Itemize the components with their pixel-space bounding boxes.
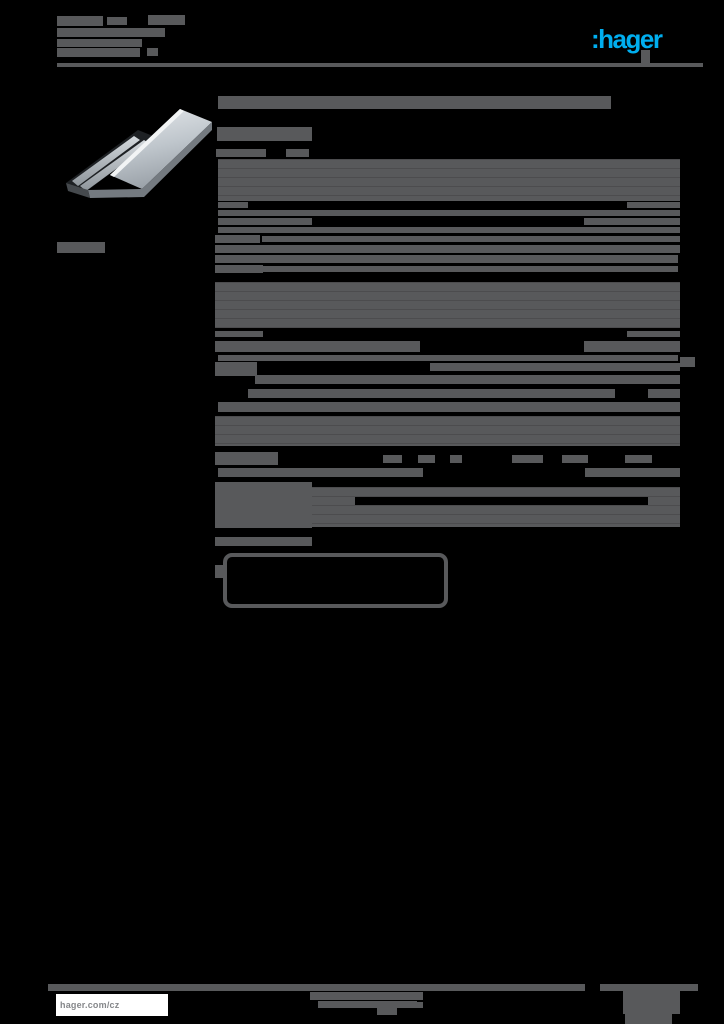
redacted-text-line	[215, 255, 678, 263]
redacted-text-line	[215, 565, 223, 578]
redacted-text-block	[312, 487, 680, 527]
redacted-text-line	[310, 992, 423, 1000]
text-gap	[355, 497, 648, 505]
redacted-text-line	[57, 242, 105, 253]
redacted-text-line	[377, 1008, 397, 1015]
hager-website-badge[interactable]: hager.com/cz	[56, 994, 168, 1016]
redacted-text-line	[627, 331, 680, 337]
redacted-text-line	[215, 452, 278, 465]
redacted-text-line	[215, 331, 263, 337]
redacted-text-block	[215, 416, 680, 446]
redacted-text-line	[263, 266, 678, 272]
redacted-text-line	[680, 357, 695, 367]
redacted-text-line	[218, 227, 680, 233]
redacted-text-line	[217, 127, 312, 141]
redacted-text-line	[215, 265, 263, 273]
redacted-text-line	[215, 482, 312, 528]
redacted-text-line	[627, 202, 680, 208]
redacted-text-line	[450, 455, 462, 463]
redacted-text-line	[430, 363, 680, 371]
redacted-text-line	[625, 1014, 672, 1024]
product-photo-steel-trunking	[66, 109, 212, 198]
redacted-text-line	[584, 341, 680, 352]
redacted-text-line	[57, 16, 103, 26]
redacted-text-line	[585, 468, 680, 477]
redacted-text-line	[260, 245, 680, 253]
redacted-text-block	[215, 282, 680, 328]
redacted-text-block	[218, 159, 680, 201]
redacted-text-line	[318, 1001, 417, 1008]
redacted-text-line	[255, 375, 680, 384]
redacted-text-line	[407, 1002, 423, 1008]
redacted-text-line	[584, 218, 680, 225]
hager-website-label: hager.com/cz	[60, 1000, 120, 1010]
redacted-text-line	[57, 39, 142, 47]
redacted-text-line	[215, 537, 312, 546]
redacted-text-line	[623, 991, 680, 1014]
redacted-text-line	[600, 984, 698, 991]
redacted-text-line	[147, 48, 158, 56]
redacted-text-line	[215, 362, 257, 376]
barcode	[223, 553, 448, 608]
redacted-text-line	[625, 455, 652, 463]
redacted-text-line	[248, 389, 615, 398]
trunking-divider-1	[72, 136, 140, 186]
redacted-text-line	[218, 210, 680, 216]
redacted-text-line	[218, 96, 611, 109]
header-divider-line	[57, 63, 703, 67]
trunking-lid	[110, 109, 212, 189]
redacted-text-line	[57, 28, 165, 37]
redacted-text-line	[48, 984, 585, 991]
redacted-text-line	[57, 48, 140, 57]
redacted-text-line	[262, 236, 680, 242]
trunking-front-edge	[88, 122, 212, 198]
redacted-text-line	[215, 341, 420, 352]
redacted-text-line	[286, 149, 309, 157]
hager-logo: :hager	[591, 24, 663, 54]
redacted-text-line	[562, 455, 588, 463]
redacted-text-line	[107, 17, 127, 25]
redacted-text-line	[218, 202, 248, 208]
redacted-text-line	[641, 50, 650, 63]
redacted-text-line	[216, 149, 266, 157]
redacted-text-line	[418, 455, 435, 463]
redacted-text-line	[383, 455, 402, 463]
redacted-text-line	[512, 455, 543, 463]
redacted-text-line	[215, 245, 263, 253]
redacted-text-line	[148, 15, 185, 25]
redacted-text-line	[215, 235, 260, 243]
trunking-highlight	[110, 109, 184, 177]
redacted-text-line	[648, 389, 680, 398]
trunking-end-cut	[66, 183, 90, 198]
redacted-text-line	[218, 402, 680, 412]
redacted-text-line	[218, 468, 423, 477]
trunking-divider-2	[80, 140, 150, 191]
redacted-text-line	[218, 355, 678, 361]
redacted-text-line	[218, 218, 312, 225]
